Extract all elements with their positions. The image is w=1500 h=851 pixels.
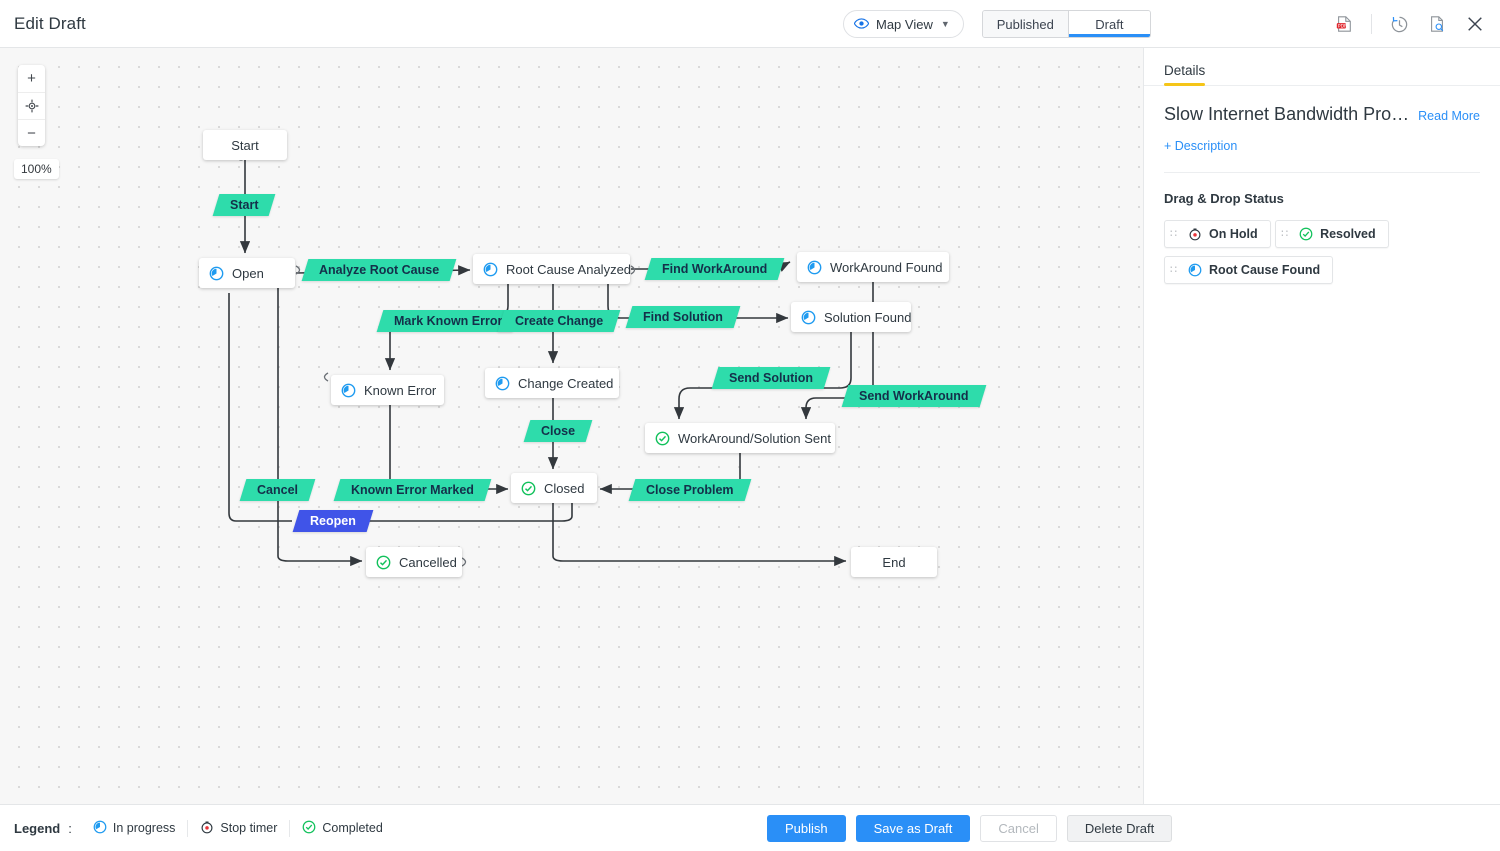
drag-status-label: Root Cause Found xyxy=(1209,263,1321,277)
tab-draft[interactable]: Draft xyxy=(1068,11,1150,37)
node-workaround-found[interactable]: WorkAround Found xyxy=(797,252,949,282)
drag-handle-icon[interactable]: ∷ xyxy=(1170,263,1178,276)
in-progress-icon xyxy=(801,310,816,325)
tab-published[interactable]: Published xyxy=(982,11,1069,37)
details-panel-tabs: Details xyxy=(1144,48,1500,86)
completed-icon xyxy=(376,555,391,570)
cancel-button: Cancel xyxy=(980,815,1057,842)
zoom-out-button[interactable]: − xyxy=(18,119,45,146)
pdf-export-icon[interactable]: PDF xyxy=(1333,13,1355,35)
stop-timer-icon xyxy=(200,820,214,837)
transition-analyze-root-cause[interactable]: Analyze Root Cause xyxy=(301,259,457,281)
read-more-link[interactable]: Read More xyxy=(1418,109,1480,123)
legend-item-label: Stop timer xyxy=(220,821,278,835)
zoom-in-button[interactable]: + xyxy=(27,70,36,87)
legend-item-label: Completed xyxy=(322,821,383,835)
map-view-label: Map View xyxy=(876,16,933,32)
drag-drop-status-list: ∷ On Hold ∷ Resolved ∷ xyxy=(1164,220,1480,292)
zoom-fit-button[interactable] xyxy=(18,92,45,119)
delete-draft-button[interactable]: Delete Draft xyxy=(1066,815,1173,842)
details-divider xyxy=(1164,172,1480,173)
in-progress-icon xyxy=(1188,263,1202,277)
toolbar-divider xyxy=(1371,14,1372,34)
eye-icon xyxy=(853,17,870,32)
transition-known-error-marked[interactable]: Known Error Marked xyxy=(333,479,492,501)
node-known-error[interactable]: Known Error xyxy=(331,375,444,405)
legend: Legend : In progress Stop timer Complete… xyxy=(14,819,395,837)
details-panel: Details Slow Internet Bandwidth Probl...… xyxy=(1143,48,1500,804)
completed-icon xyxy=(1299,227,1313,241)
in-progress-icon xyxy=(341,383,356,398)
drag-status-label: Resolved xyxy=(1320,227,1376,241)
legend-item-completed: Completed xyxy=(289,819,394,837)
publish-button[interactable]: Publish xyxy=(767,815,846,842)
node-change-created[interactable]: Change Created xyxy=(485,368,619,398)
in-progress-icon xyxy=(483,262,498,277)
drag-status-label: On Hold xyxy=(1209,227,1258,241)
transition-send-solution[interactable]: Send Solution xyxy=(711,367,831,389)
map-view-dropdown[interactable]: Map View ▼ xyxy=(843,10,964,38)
close-icon[interactable] xyxy=(1464,13,1486,35)
completed-icon xyxy=(521,481,536,496)
transition-close[interactable]: Close xyxy=(523,420,593,442)
node-cancelled[interactable]: Cancelled xyxy=(366,547,462,577)
details-title: Slow Internet Bandwidth Probl... xyxy=(1164,104,1411,124)
node-open[interactable]: Open xyxy=(199,258,295,288)
workflow-canvas[interactable]: + − 100% xyxy=(0,48,1143,804)
node-workaround-solution-sent[interactable]: WorkAround/Solution Sent xyxy=(645,423,835,453)
top-bar-center-controls: Map View ▼ Published Draft xyxy=(843,10,1151,38)
transition-find-workaround[interactable]: Find WorkAround xyxy=(644,258,785,280)
details-title-row: Slow Internet Bandwidth Probl... Read Mo… xyxy=(1164,104,1480,125)
drag-handle-icon[interactable]: ∷ xyxy=(1170,227,1178,240)
save-as-draft-button[interactable]: Save as Draft xyxy=(855,815,971,842)
zoom-controls[interactable]: + − xyxy=(18,65,45,146)
top-bar: Edit Draft Map View ▼ Published Draft xyxy=(0,0,1500,48)
drag-drop-status-title: Drag & Drop Status xyxy=(1164,191,1284,206)
workflow-nodes: Start Open Root Cause Analyzed WorkAroun… xyxy=(0,48,1143,804)
transition-find-solution[interactable]: Find Solution xyxy=(625,306,741,328)
in-progress-icon xyxy=(93,820,107,837)
drag-status-root-cause-found[interactable]: ∷ Root Cause Found xyxy=(1164,256,1334,284)
add-description-link[interactable]: + Description xyxy=(1164,139,1238,153)
drag-status-on-hold[interactable]: ∷ On Hold xyxy=(1164,220,1271,248)
legend-colon: : xyxy=(68,820,72,836)
completed-icon xyxy=(655,431,670,446)
node-end[interactable]: End xyxy=(851,547,937,577)
legend-item-label: In progress xyxy=(112,821,176,835)
transition-close-problem[interactable]: Close Problem xyxy=(628,479,751,501)
chevron-down-icon: ▼ xyxy=(940,19,950,29)
top-bar-actions: PDF xyxy=(1333,0,1486,48)
node-start[interactable]: Start xyxy=(203,130,287,160)
node-closed[interactable]: Closed xyxy=(511,473,597,503)
document-preview-icon[interactable] xyxy=(1426,13,1448,35)
workflow-transitions: Start Analyze Root Cause Find WorkAround… xyxy=(0,48,1143,804)
legend-item-stop-timer: Stop timer xyxy=(187,819,289,837)
details-panel-body: Slow Internet Bandwidth Probl... Read Mo… xyxy=(1144,86,1500,292)
history-clock-icon[interactable] xyxy=(1388,13,1410,35)
transition-reopen[interactable]: Reopen xyxy=(292,510,374,532)
drag-handle-icon[interactable]: ∷ xyxy=(1281,227,1290,240)
drag-status-resolved[interactable]: ∷ Resolved xyxy=(1275,220,1389,248)
node-solution-found[interactable]: Solution Found xyxy=(791,302,911,332)
view-mode-segmented-control[interactable]: Published Draft xyxy=(981,10,1151,38)
transition-cancel[interactable]: Cancel xyxy=(239,479,316,501)
stop-timer-icon xyxy=(1188,227,1202,241)
legend-item-in-progress: In progress xyxy=(81,820,188,837)
in-progress-icon xyxy=(209,266,224,281)
footer-actions: Publish Save as Draft Cancel Delete Draf… xyxy=(767,815,1173,842)
page-title: Edit Draft xyxy=(14,13,86,33)
transition-create-change[interactable]: Create Change xyxy=(497,310,621,332)
transition-send-workaround[interactable]: Send WorkAround xyxy=(841,385,986,407)
node-root-cause-analyzed[interactable]: Root Cause Analyzed xyxy=(473,254,631,284)
tab-details[interactable]: Details xyxy=(1164,63,1206,86)
footer-bar: Legend : In progress Stop timer Complete… xyxy=(0,804,1500,851)
legend-label: Legend xyxy=(14,820,61,836)
svg-text:PDF: PDF xyxy=(1338,23,1347,29)
transition-start[interactable]: Start xyxy=(212,194,276,216)
zoom-level-indicator: 100% xyxy=(14,159,59,179)
in-progress-icon xyxy=(495,376,510,391)
completed-icon xyxy=(302,820,316,837)
in-progress-icon xyxy=(807,260,822,275)
